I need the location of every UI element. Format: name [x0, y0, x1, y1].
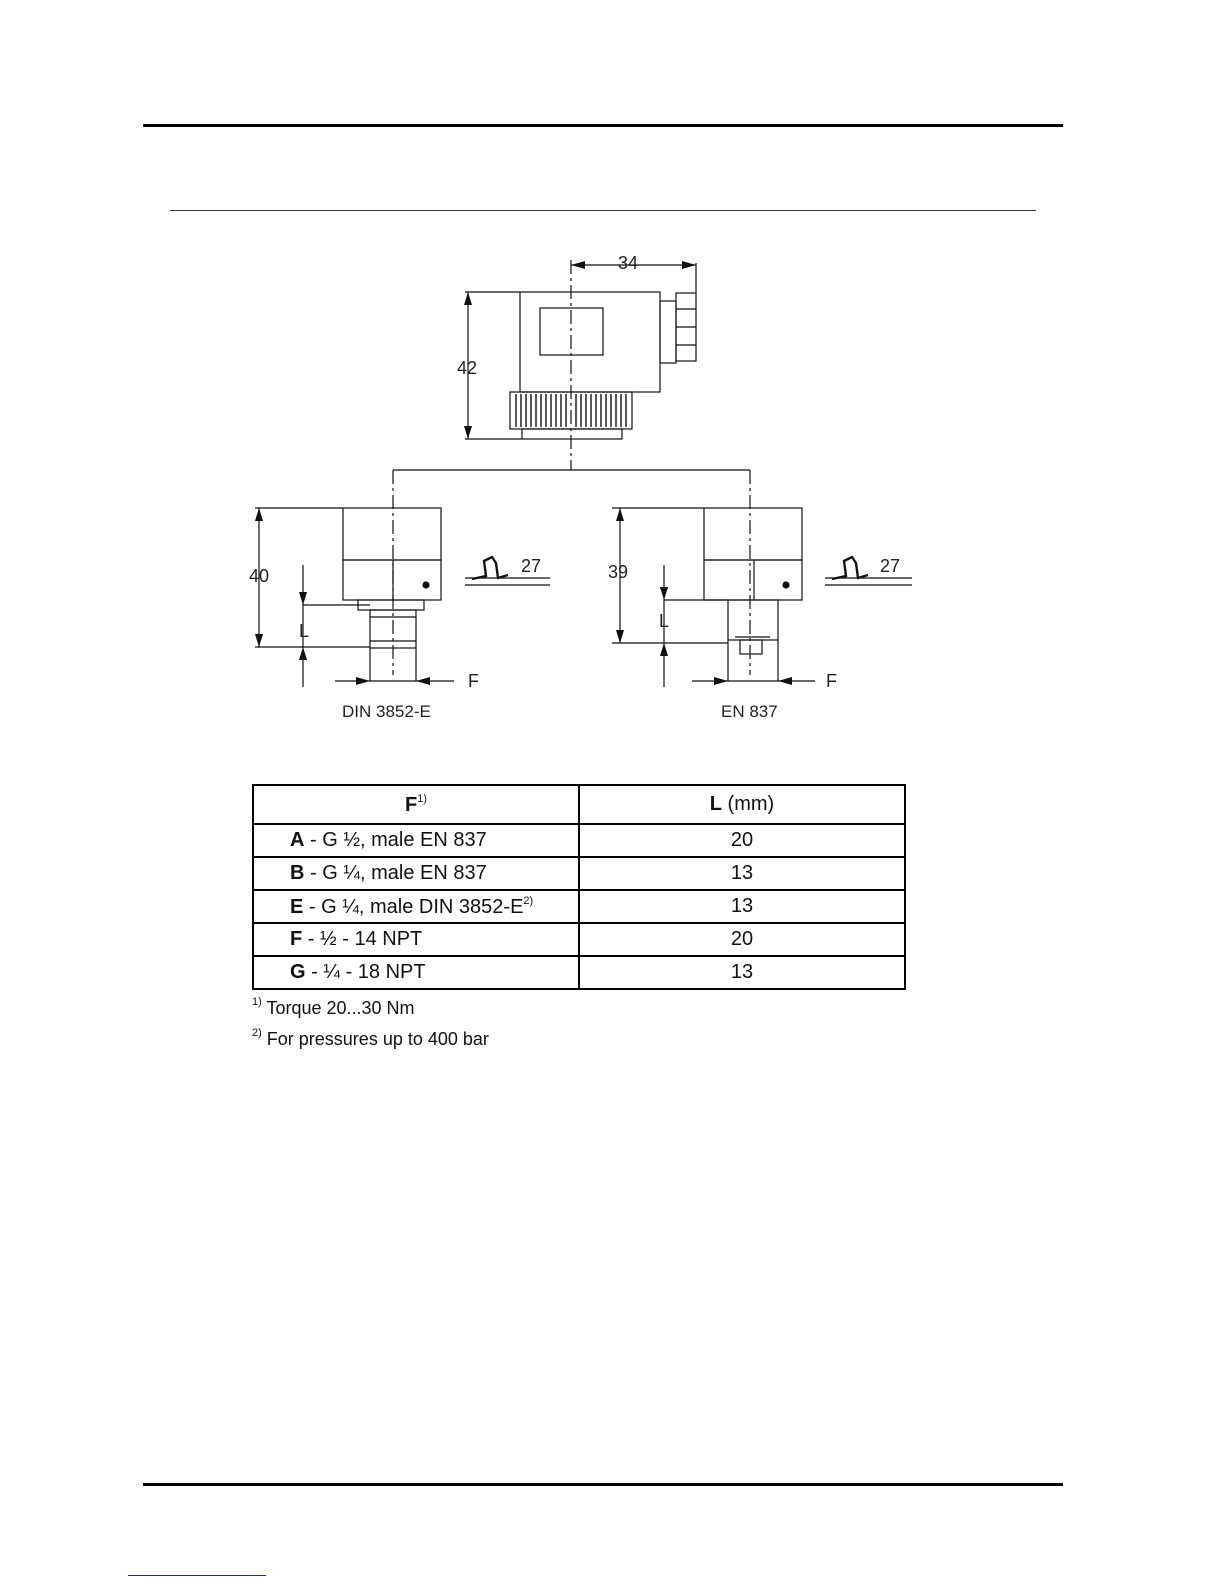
- right-caption: EN 837: [721, 702, 778, 721]
- left-height-label: 40: [249, 566, 269, 586]
- right-length-label: L: [659, 611, 669, 631]
- footnote-torque: 1) Torque 20...30 Nm: [252, 996, 415, 1019]
- dimension-drawing: 34 42 40 27 L F DIN 3852-E 39 27 L F EN …: [240, 245, 940, 725]
- header-thread: F1): [253, 785, 579, 824]
- thread-length-table: F1) L (mm) A - G ½, male EN 837 20 B - G…: [252, 784, 906, 990]
- table-row: F - ½ - 14 NPT 20: [253, 923, 905, 956]
- right-wrench-size: 27: [880, 556, 900, 576]
- connector-housing: [520, 292, 660, 392]
- top-rule: [143, 124, 1063, 127]
- bottom-rule: [143, 1483, 1063, 1486]
- dim-height-label: 42: [457, 358, 477, 378]
- section-divider: [170, 210, 1036, 211]
- footnote-pressure: 2) For pressures up to 400 bar: [252, 1027, 489, 1050]
- right-height-label: 39: [608, 562, 628, 582]
- wrench-icon: [832, 557, 868, 579]
- left-caption: DIN 3852-E: [342, 702, 431, 721]
- table-row: G - ¼ - 18 NPT 13: [253, 956, 905, 989]
- table-row: A - G ½, male EN 837 20: [253, 824, 905, 857]
- left-thread-label: F: [468, 671, 479, 691]
- right-thread-label: F: [826, 671, 837, 691]
- header-length: L (mm): [579, 785, 905, 824]
- footer-link-underline[interactable]: [128, 1575, 266, 1576]
- table-row: E - G ¼, male DIN 3852-E2) 13: [253, 890, 905, 923]
- left-wrench-size: 27: [521, 556, 541, 576]
- table-header-row: F1) L (mm): [253, 785, 905, 824]
- table-row: B - G ¼, male EN 837 13: [253, 857, 905, 890]
- wrench-icon: [472, 557, 508, 579]
- left-length-label: L: [299, 621, 309, 641]
- dim-width-label: 34: [618, 253, 638, 273]
